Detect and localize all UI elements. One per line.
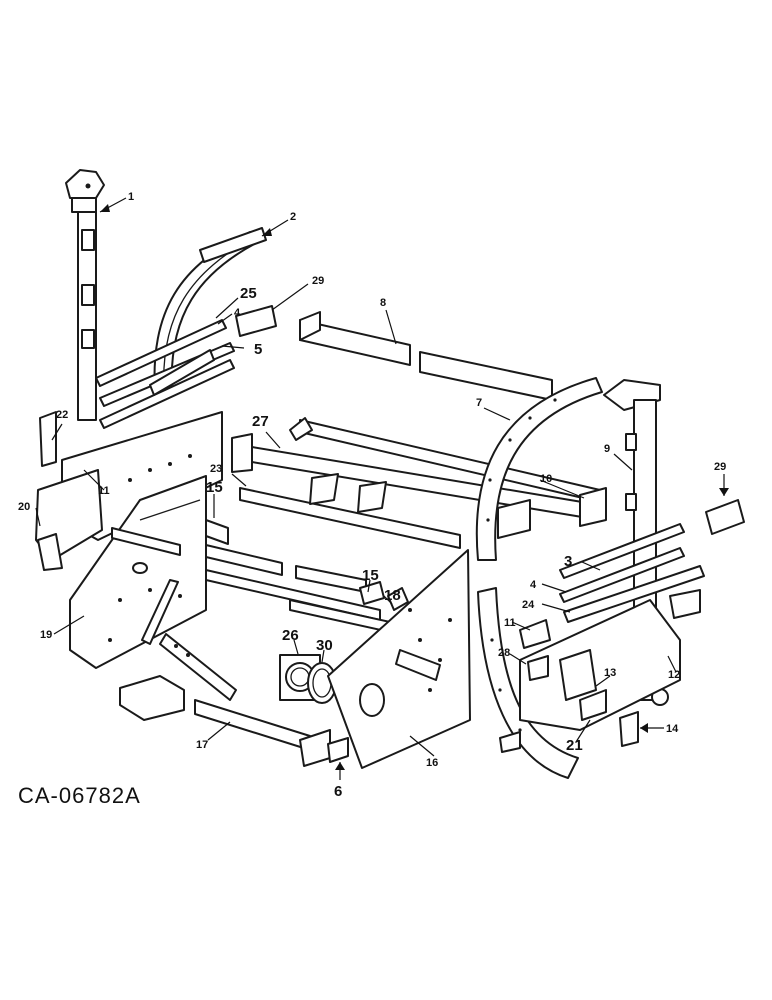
- right-side-frame: [499, 599, 681, 753]
- callout-18: 18: [384, 587, 401, 604]
- callout-25: 25: [240, 285, 257, 302]
- right-lower-panel: [327, 549, 471, 769]
- callout-leaders: [35, 197, 729, 780]
- left-lower-panel: [69, 475, 207, 669]
- center-bars: [111, 527, 391, 633]
- right-angle-rails: [559, 523, 705, 623]
- callout-29-left: 29: [312, 275, 324, 287]
- callout-labels: 1 2 25 4 29 5 8 22 27 7 9 29 23 15 10 11…: [18, 191, 726, 800]
- lower-left-channel: [119, 633, 349, 767]
- callout-14: 14: [666, 723, 679, 735]
- callout-27: 27: [252, 413, 269, 430]
- callout-3: 3: [564, 553, 572, 570]
- callout-17: 17: [196, 739, 208, 751]
- callout-16: 16: [426, 757, 438, 769]
- callout-26: 26: [282, 627, 299, 644]
- callout-12: 12: [668, 669, 680, 681]
- callout-22: 22: [56, 409, 68, 421]
- callout-24: 24: [522, 599, 535, 611]
- left-end-cap: [235, 305, 277, 337]
- callout-7: 7: [476, 397, 482, 409]
- callout-2: 2: [290, 211, 296, 223]
- center-small-parts: [205, 519, 409, 704]
- callout-28: 28: [498, 647, 510, 659]
- left-side-frame-plate: [35, 411, 223, 571]
- callout-4-left: 4: [234, 307, 241, 319]
- callout-11-right: 11: [504, 617, 516, 629]
- callout-1: 1: [128, 191, 134, 203]
- right-end-cap: [705, 499, 745, 535]
- callout-15-left: 15: [206, 479, 223, 496]
- callout-21: 21: [566, 737, 583, 754]
- callout-10: 10: [540, 473, 552, 485]
- callout-19: 19: [40, 629, 52, 641]
- right-curved-rail: [475, 377, 603, 779]
- callout-8: 8: [380, 297, 386, 309]
- callout-23: 23: [210, 463, 222, 475]
- callout-29-right: 29: [714, 461, 726, 473]
- left-angle-rails: [95, 319, 235, 429]
- callout-30: 30: [316, 637, 333, 654]
- left-upright-post: [65, 169, 105, 421]
- callout-20: 20: [18, 501, 30, 513]
- callout-11-left: 11: [98, 485, 110, 497]
- drawing-code: CA-06782A: [18, 783, 141, 808]
- callout-13: 13: [604, 667, 616, 679]
- callout-15-right: 15: [362, 567, 379, 584]
- callout-5: 5: [254, 341, 262, 358]
- callout-6: 6: [334, 783, 342, 800]
- callout-4-right: 4: [530, 579, 537, 591]
- cross-tubes: [231, 311, 607, 549]
- callout-9: 9: [604, 443, 610, 455]
